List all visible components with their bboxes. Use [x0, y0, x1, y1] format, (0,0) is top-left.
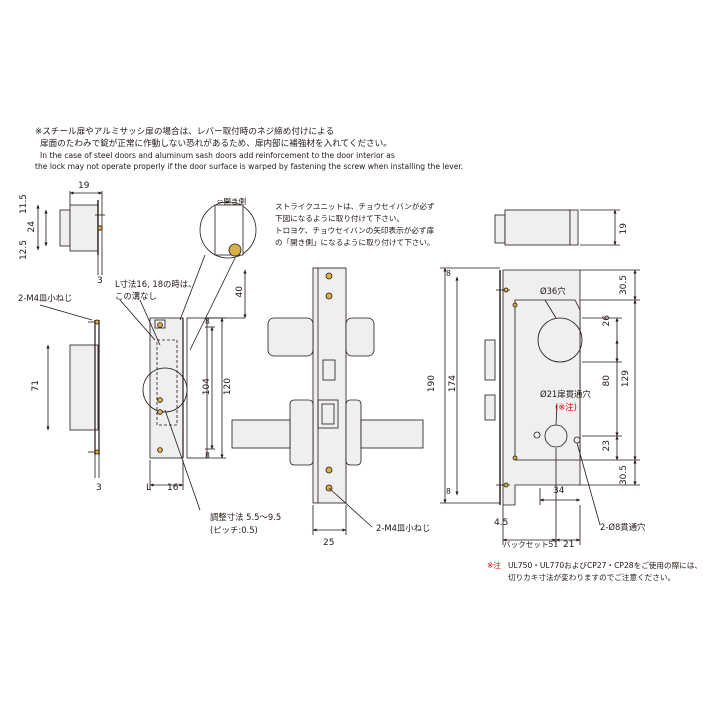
lock-case-right-view [484, 269, 640, 545]
dim-8-bottom-center: 8 [446, 487, 451, 496]
backset-label: バックセット51 [503, 540, 559, 549]
footnote-line-2: 切りカキ寸法が変わりますのでご注意ください。 [508, 573, 676, 582]
hole-36-label: Ø36穴 [540, 286, 566, 296]
groove-note-2: この溝なし [115, 291, 157, 301]
dim-19-left: 19 [78, 181, 90, 191]
strike-note-2: 下図になるように取り付けて下さい。 [275, 214, 405, 223]
dim-174: 174 [448, 375, 458, 393]
groove-note-1: L寸法16, 18の時は、 [115, 279, 197, 289]
adjust-note-1: 調整寸法 5.5〜9.5 [210, 512, 282, 522]
front-view-lock [231, 267, 424, 535]
dim-21: 21 [563, 540, 575, 550]
dim-30-5-bottom: 30.5 [619, 465, 629, 486]
adjust-note-2: (ピッチ:0.5) [210, 525, 258, 535]
dim-129: 129 [621, 370, 631, 388]
dim-40: 40 [235, 286, 245, 298]
dim-3-bottom: 3 [96, 483, 102, 493]
dim-3-top: 3 [97, 276, 103, 286]
dim-30-5-top: 30.5 [619, 275, 629, 296]
screw-label-center: 2-M4皿小ねじ [376, 523, 431, 533]
dim-80: 80 [602, 375, 612, 387]
dim-8-top-left: 8 [205, 317, 210, 326]
screw-label-left: 2-M4皿小ねじ [18, 293, 73, 303]
strike-note-3: トロヨケ、チョウセイバンの矢印表示が必ず扉 [275, 226, 435, 235]
dim-71: 71 [31, 380, 41, 392]
hole-8-label: 2-Ø8貫通穴 [600, 522, 646, 532]
strike-unit-top-left [36, 191, 105, 275]
note-line-4: the lock may not operate properly if the… [35, 162, 464, 171]
dim-11-5: 11.5 [19, 194, 29, 215]
strike-note-4: の「開き側」になるように取り付けて下さい。 [275, 238, 435, 247]
dim-25: 25 [323, 538, 335, 548]
dim-23: 23 [602, 440, 612, 452]
dim-4-5: 4.5 [494, 518, 509, 528]
hole-21-note: (※注) [555, 402, 577, 412]
hole-21-label: Ø21扉貫通穴 [540, 389, 591, 399]
dim-8-bottom-left: 8 [205, 451, 210, 460]
strike-note-1: ストライクユニットは、チョウセイバンが必ず [275, 202, 435, 211]
footnote-mark: ※注 [487, 561, 501, 570]
dim-L: L [146, 483, 152, 493]
dim-8-top-center: 8 [446, 269, 451, 278]
center-dimension-lines [440, 267, 500, 504]
dim-12-5: 12.5 [19, 240, 29, 261]
note-line-3: In the case of steel doors and aluminum … [40, 151, 395, 160]
callout-detail [179, 201, 257, 351]
lock-body-side-view [119, 269, 247, 511]
note-line-1: ※スチール扉やアルミサッシ扉の場合は、レバー取付時のネジ締め付けによる [35, 127, 335, 137]
strike-unit-top-right [494, 209, 620, 246]
dim-16: 16 [167, 483, 179, 493]
dim-104: 104 [202, 378, 212, 396]
dim-19-right: 19 [619, 223, 629, 235]
open-side-label: ⇦開き側 [217, 197, 247, 206]
dim-24: 24 [27, 221, 37, 233]
face-plate-left-view [39, 304, 100, 478]
dim-190: 190 [427, 375, 437, 393]
dim-26: 26 [602, 315, 612, 327]
footnote-line-1: UL750・UL770およびCP27・CP28をご使用の際には、 [508, 561, 702, 570]
dim-120: 120 [223, 378, 233, 396]
note-line-2: 扉面のたわみで錠が正常に作動しない恐れがあるため、扉内部に補強材を入れてください… [40, 139, 392, 149]
dim-34: 34 [553, 486, 565, 496]
